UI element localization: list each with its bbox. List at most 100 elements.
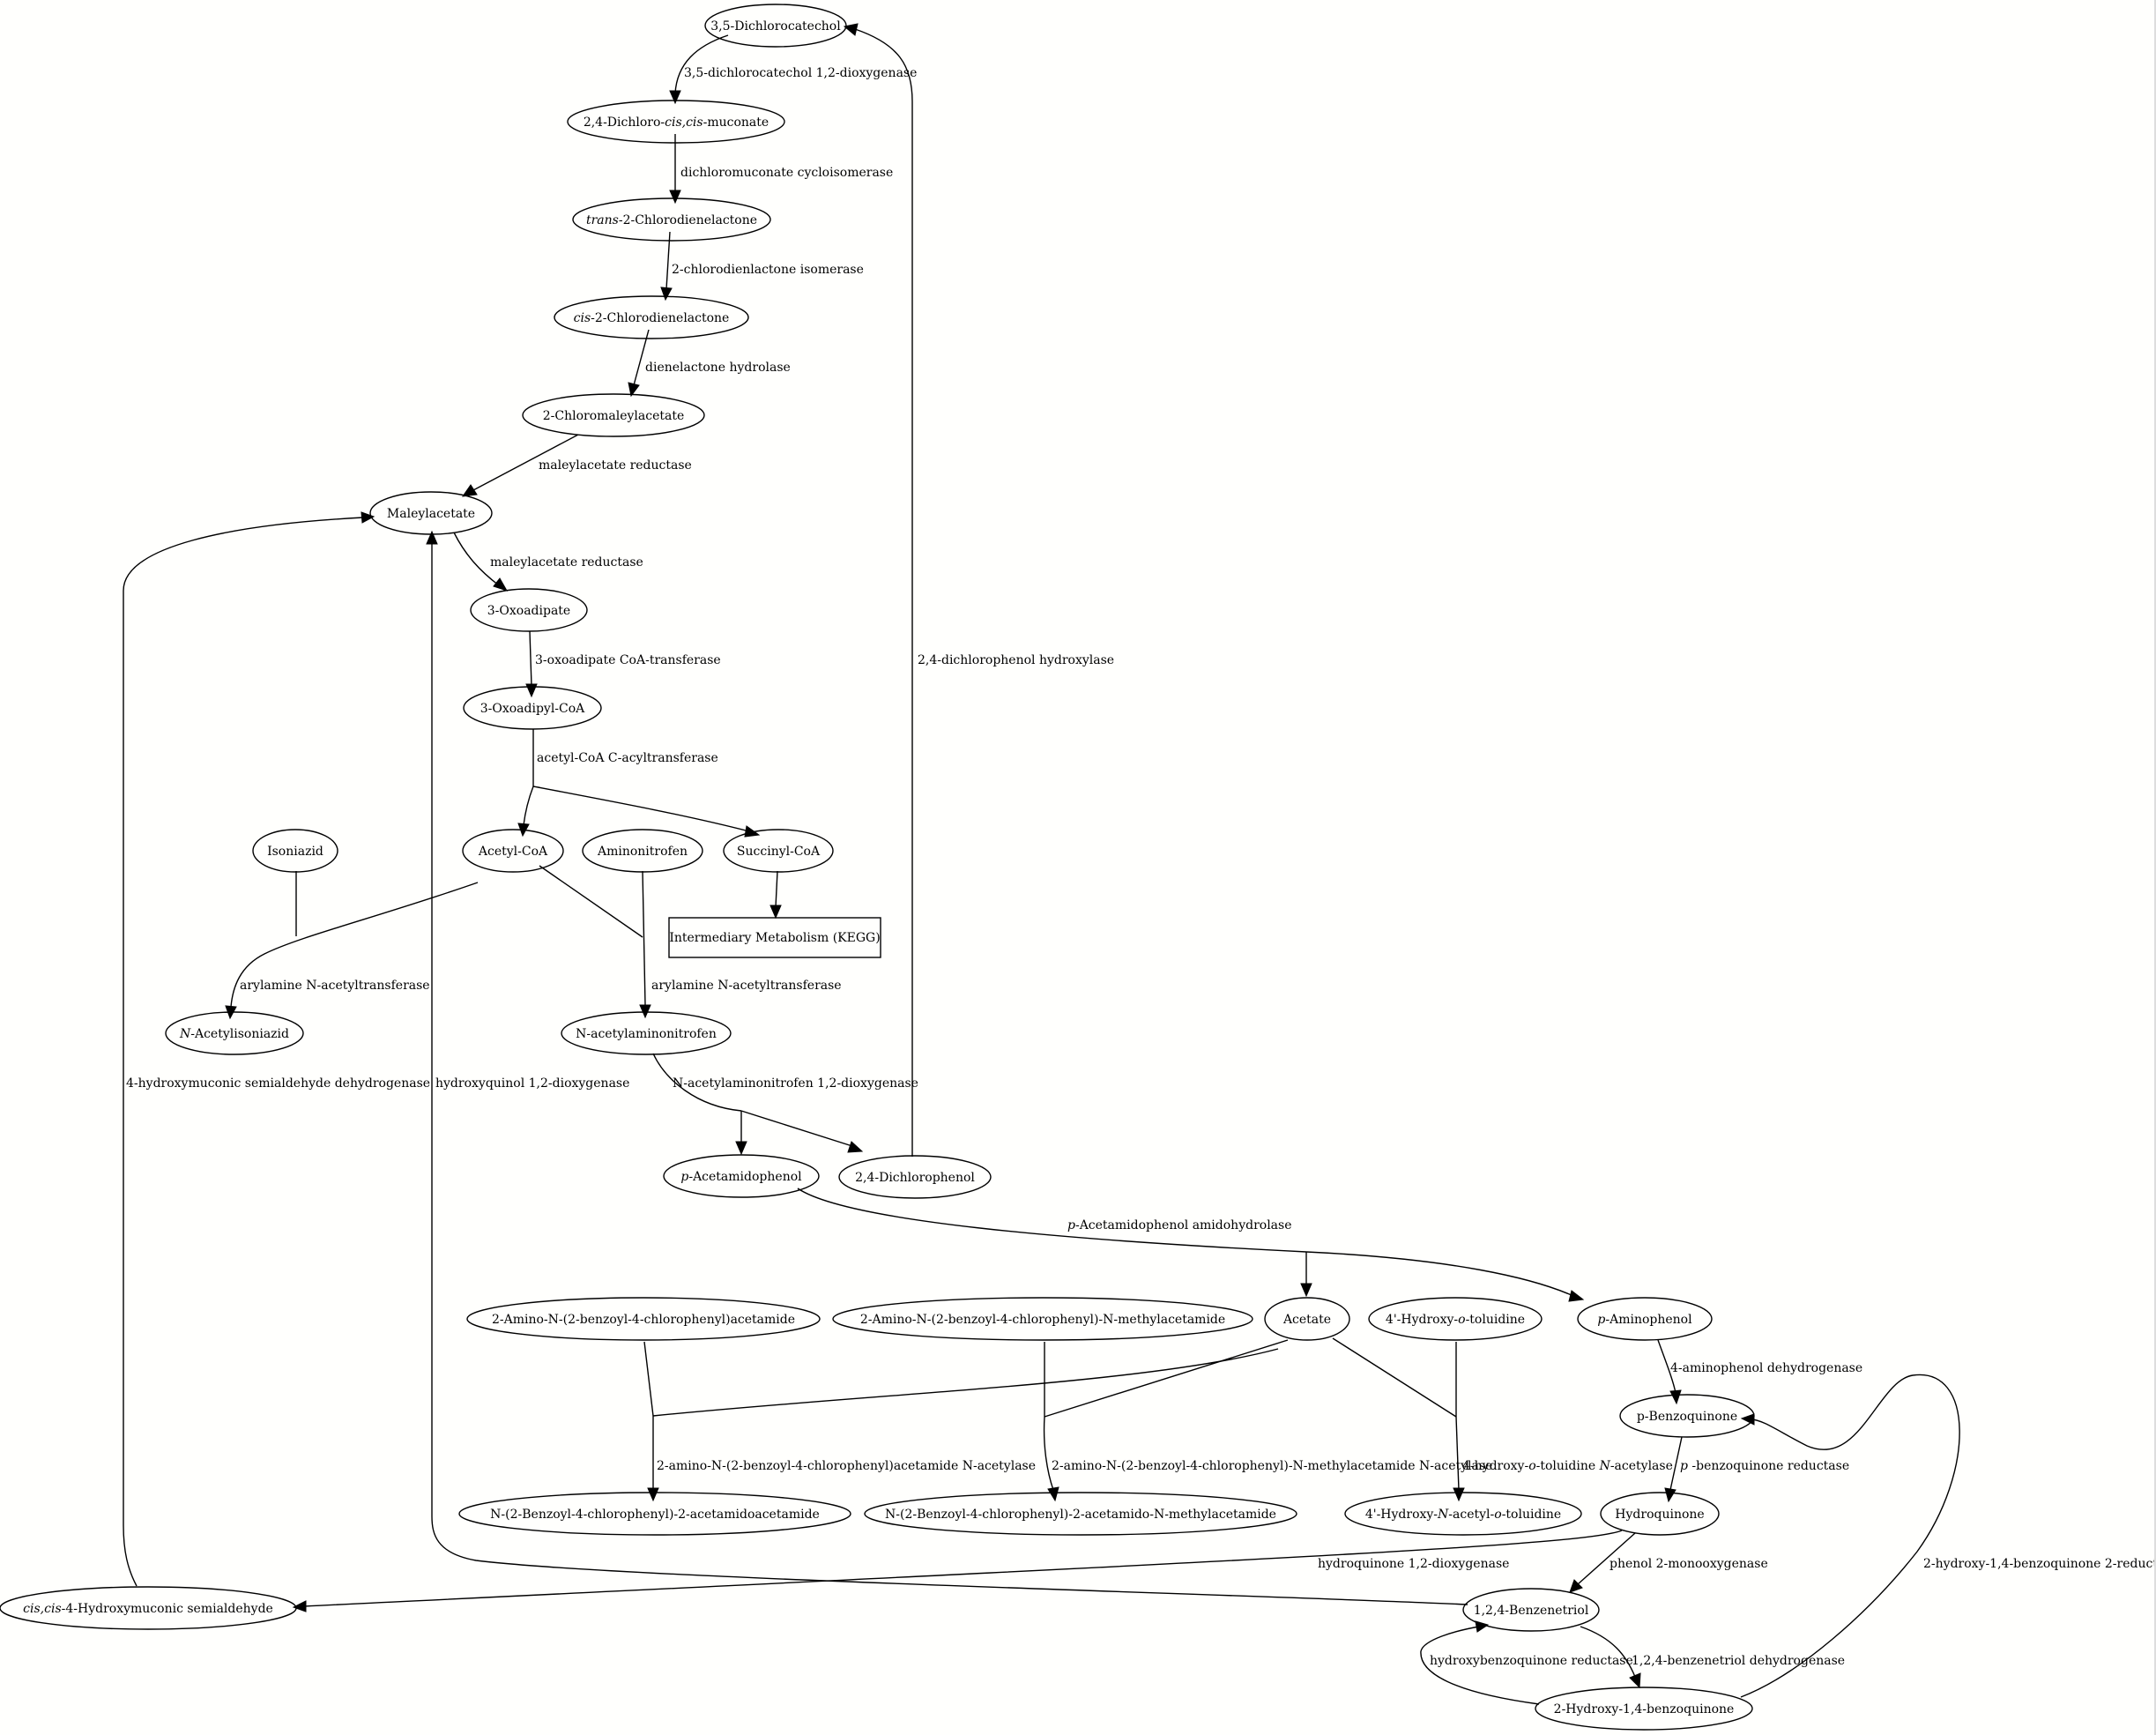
node-succinyl-coa bbox=[723, 829, 834, 873]
node-maleylacetate bbox=[369, 491, 493, 535]
arrowhead bbox=[847, 1141, 864, 1153]
label-segment: Intermediary Metabolism (KEGG) bbox=[669, 931, 880, 945]
edge-label-methylacetamide-nat: 2-amino-N-(2-benzoyl-4-chlorophenyl)-N-m… bbox=[1052, 1459, 1492, 1473]
edge-ma-to-oxoadipate bbox=[453, 532, 500, 586]
arrowhead bbox=[1453, 1487, 1465, 1502]
node-hydroquinone bbox=[1600, 1492, 1720, 1536]
edge-label-dcp-hydroxylase: 2,4-dichlorophenol hydroxylase bbox=[918, 653, 1114, 667]
label-segment: maleylacetate reductase bbox=[490, 555, 643, 570]
edge-junction-to-paminophenol bbox=[1305, 1251, 1574, 1297]
label-segment: -2-Chlorodienelactone bbox=[591, 311, 729, 325]
label-segment: 2,4-dichlorophenol hydroxylase bbox=[918, 653, 1114, 667]
label-segment: phenol 2-monooxygenase bbox=[1610, 1557, 1768, 1571]
node-hydroxy-acetyl-toluidine bbox=[1344, 1492, 1582, 1536]
edge-label-bt-dehydrogenase: 1,2,4-benzenetriol dehydrogenase bbox=[1632, 1654, 1845, 1668]
edge-junction-to-acetylcoa bbox=[523, 786, 534, 826]
node-label-n-acetylisoniazid: N-Acetylisoniazid bbox=[179, 1027, 289, 1041]
label-segment: -toluidine bbox=[1466, 1313, 1526, 1327]
edge-hydroxymuconic-to-maleylacetate bbox=[123, 517, 364, 1587]
label-segment: 3,5-dichlorocatechol 1,2-dioxygenase bbox=[684, 66, 917, 80]
label-segment: Succinyl-CoA bbox=[737, 845, 821, 859]
label-segment: -toluidine bbox=[1502, 1508, 1562, 1522]
node-acetyl-coa bbox=[462, 829, 564, 873]
node-label-acetate: Acetate bbox=[1282, 1313, 1331, 1327]
node-dichlorophenol bbox=[838, 1155, 992, 1199]
label-segment: Maleylacetate bbox=[387, 507, 475, 521]
label-segment: dichloromuconate cycloisomerase bbox=[680, 166, 893, 180]
edge-label-acyltransferase: acetyl-CoA C-acyltransferase bbox=[537, 751, 718, 765]
label-segment: p bbox=[680, 1170, 688, 1184]
label-segment: N-acetylaminonitrofen 1,2-dioxygenase bbox=[673, 1076, 918, 1091]
label-segment: 4'-Hydroxy- bbox=[1386, 1313, 1458, 1327]
label-segment: 2-hydroxy-1,4-benzoquinone 2-reductase bbox=[1923, 1557, 2156, 1571]
label-segment: 4-hydroxy- bbox=[1462, 1459, 1528, 1473]
label-segment: p-Benzoquinone bbox=[1637, 1410, 1737, 1424]
node-label-p-benzoquinone: p-Benzoquinone bbox=[1637, 1410, 1737, 1424]
node-label-dichlorocatechol: 3,5-Dichlorocatechol bbox=[710, 19, 841, 34]
edge-benzenetriol-to-hbq bbox=[1580, 1626, 1636, 1678]
label-segment: 2,4-Dichlorophenol bbox=[855, 1171, 975, 1185]
label-segment: 2-Hydroxy-1,4-benzoquinone bbox=[1554, 1702, 1735, 1716]
label-segment: o bbox=[1458, 1313, 1465, 1327]
node-oxoadipate bbox=[470, 588, 588, 632]
label-segment: -Acetamidophenol amidohydrolase bbox=[1075, 1218, 1292, 1232]
node-label-cis-chlorodienelactone: cis-2-Chlorodienelactone bbox=[574, 311, 730, 325]
node-label-intermediary-metabolism: Intermediary Metabolism (KEGG) bbox=[669, 931, 880, 945]
edge-dcc-to-muconate bbox=[674, 34, 729, 94]
edge-label-ma-reductase-2: maleylacetate reductase bbox=[490, 555, 643, 570]
edge-aminoacetamide-to-junction bbox=[643, 1341, 654, 1417]
arrowhead bbox=[669, 90, 681, 105]
label-segment: hydroxybenzoquinone reductase bbox=[1430, 1654, 1633, 1668]
node-label-acetyl-coa: Acetyl-CoA bbox=[478, 845, 548, 859]
node-chloromaleylacetate bbox=[522, 393, 705, 437]
edge-label-hydrolase: dienelactone hydrolase bbox=[645, 361, 791, 375]
node-label-maleylacetate: Maleylacetate bbox=[387, 507, 475, 521]
node-isoniazid bbox=[252, 829, 338, 873]
label-segment: Hydroquinone bbox=[1615, 1508, 1704, 1522]
label-segment: -2-Chlorodienelactone bbox=[619, 213, 757, 227]
edge-label-hydroquinone-dioxygenase: hydroquinone 1,2-dioxygenase bbox=[1318, 1557, 1509, 1571]
node-benzoyl-acetamidoacetamide bbox=[458, 1492, 851, 1536]
label-segment: o bbox=[1494, 1508, 1501, 1522]
label-segment: -muconate bbox=[703, 115, 769, 130]
node-label-oxoadipyl-coa: 3-Oxoadipyl-CoA bbox=[480, 702, 585, 716]
arrowhead bbox=[647, 1487, 659, 1502]
node-label-hydroxymuconic-semialdehyde: cis,cis-4-Hydroxymuconic semialdehyde bbox=[23, 1602, 273, 1616]
label-segment: trans bbox=[586, 213, 619, 227]
node-benzenetriol bbox=[1462, 1588, 1600, 1632]
label-segment: N-acetylaminonitrofen bbox=[576, 1027, 717, 1041]
node-label-amino-methylacetamide: 2-Amino-N-(2-benzoyl-4-chlorophenyl)-N-m… bbox=[860, 1313, 1225, 1327]
label-segment: p bbox=[1597, 1313, 1605, 1327]
edge-hbq-to-pbq bbox=[1740, 1374, 1960, 1698]
label-segment: hydroquinone 1,2-dioxygenase bbox=[1318, 1557, 1509, 1571]
arrowhead bbox=[744, 825, 761, 838]
arrowhead bbox=[361, 511, 375, 524]
label-segment: 4-aminophenol dehydrogenase bbox=[1670, 1361, 1862, 1375]
arrowhead bbox=[461, 484, 478, 497]
arrowhead bbox=[669, 190, 681, 205]
edge-label-dcc-dioxygenase: 3,5-dichlorocatechol 1,2-dioxygenase bbox=[684, 66, 917, 80]
edge-label-toluidine-nat: 4-hydroxy-o-toluidine N-acetylase bbox=[1462, 1459, 1673, 1473]
edge-label-cycloisomerase: dichloromuconate cycloisomerase bbox=[680, 166, 893, 180]
arrowhead bbox=[1300, 1283, 1312, 1298]
edge-benzenetriol-to-maleylacetate bbox=[431, 542, 1468, 1605]
label-segment: acetyl-CoA C-acyltransferase bbox=[537, 751, 718, 765]
label-segment: p bbox=[1067, 1218, 1075, 1232]
edge-label-ma-reductase-1: maleylacetate reductase bbox=[539, 458, 692, 473]
arrowhead bbox=[426, 530, 438, 545]
label-segment: 4'-Hydroxy- bbox=[1365, 1508, 1438, 1522]
arrowhead bbox=[639, 1004, 651, 1019]
label-segment: dienelactone hydrolase bbox=[645, 361, 791, 375]
edge-label-hbq-reductase: hydroxybenzoquinone reductase bbox=[1430, 1654, 1633, 1668]
edge-hydroquinone-to-benzenetriol bbox=[1577, 1532, 1636, 1585]
label-segment: 3,5-Dichlorocatechol bbox=[710, 19, 841, 34]
node-hydroxymuconic-semialdehyde bbox=[0, 1586, 297, 1630]
edge-label-isomerase: 2-chlorodienlactone isomerase bbox=[672, 263, 864, 277]
edge-paminophenol-to-pbq bbox=[1657, 1339, 1676, 1394]
label-segment: 2-amino-N-(2-benzoyl-4-chlorophenyl)-N-m… bbox=[1052, 1459, 1492, 1473]
node-label-trans-chlorodienelactone: trans-2-Chlorodienelactone bbox=[586, 213, 757, 227]
label-segment: o bbox=[1528, 1459, 1535, 1473]
label-segment: arylamine N-acetyltransferase bbox=[240, 979, 430, 993]
arrowhead bbox=[1740, 1413, 1755, 1426]
